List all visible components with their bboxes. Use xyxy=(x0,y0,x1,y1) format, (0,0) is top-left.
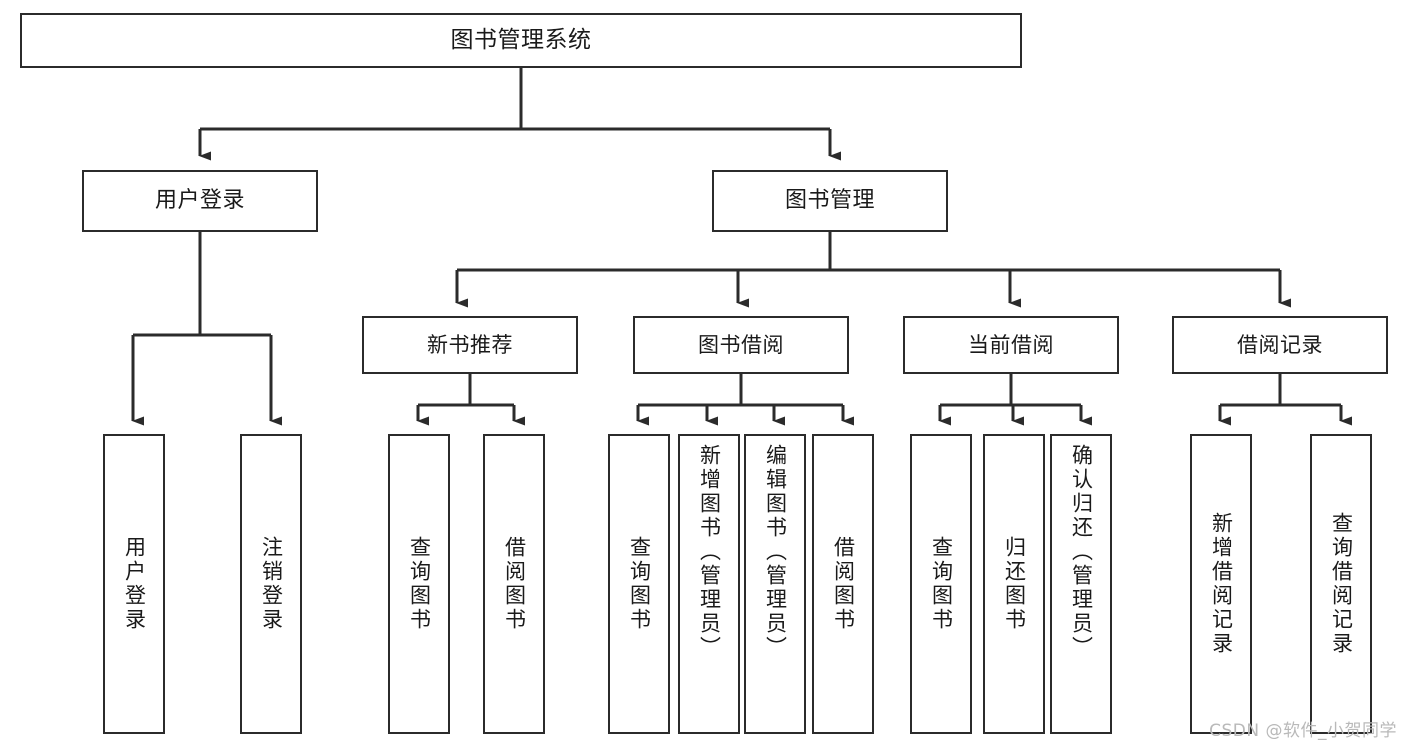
node-leaf-borrow-book-2[interactable]: 借阅图书 xyxy=(812,434,874,734)
node-book-borrow[interactable]: 图书借阅 xyxy=(633,316,849,374)
node-leaf-add-record[interactable]: 新增借阅记录 xyxy=(1190,434,1252,734)
node-leaf-return-book-label: 归还图书 xyxy=(1002,536,1027,632)
node-leaf-logout[interactable]: 注销登录 xyxy=(240,434,302,734)
node-root[interactable]: 图书管理系统 xyxy=(20,13,1022,68)
node-current-borrow[interactable]: 当前借阅 xyxy=(903,316,1119,374)
node-leaf-query-book-1-label: 查询图书 xyxy=(407,536,432,632)
node-leaf-logout-label: 注销登录 xyxy=(259,536,284,632)
node-user-login-label: 用户登录 xyxy=(154,188,245,214)
node-book-borrow-label: 图书借阅 xyxy=(698,332,784,357)
node-leaf-return-book[interactable]: 归还图书 xyxy=(983,434,1045,734)
node-leaf-edit-book[interactable]: 编辑图书（管理员） xyxy=(744,434,806,734)
node-book-manage[interactable]: 图书管理 xyxy=(712,170,948,232)
node-leaf-query-book-3[interactable]: 查询图书 xyxy=(910,434,972,734)
node-current-borrow-label: 当前借阅 xyxy=(968,332,1054,357)
node-book-manage-label: 图书管理 xyxy=(784,188,875,214)
node-borrow-record-label: 借阅记录 xyxy=(1237,332,1323,357)
node-leaf-borrow-book-1[interactable]: 借阅图书 xyxy=(483,434,545,734)
node-user-login[interactable]: 用户登录 xyxy=(82,170,318,232)
node-leaf-user-login-label: 用户登录 xyxy=(122,536,147,632)
node-leaf-user-login[interactable]: 用户登录 xyxy=(103,434,165,734)
node-new-book-recommend-label: 新书推荐 xyxy=(427,332,513,357)
node-leaf-add-book[interactable]: 新增图书（管理员） xyxy=(678,434,740,734)
node-leaf-query-record[interactable]: 查询借阅记录 xyxy=(1310,434,1372,734)
node-borrow-record[interactable]: 借阅记录 xyxy=(1172,316,1388,374)
node-leaf-confirm-return[interactable]: 确认归还（管理员） xyxy=(1050,434,1112,734)
node-root-label: 图书管理系统 xyxy=(450,27,592,54)
node-leaf-confirm-return-label: 确认归还（管理员） xyxy=(1069,444,1094,660)
node-leaf-query-book-1[interactable]: 查询图书 xyxy=(388,434,450,734)
node-leaf-borrow-book-2-label: 借阅图书 xyxy=(831,536,856,632)
node-leaf-query-record-label: 查询借阅记录 xyxy=(1329,512,1354,656)
node-new-book-recommend[interactable]: 新书推荐 xyxy=(362,316,578,374)
node-leaf-add-book-label: 新增图书（管理员） xyxy=(697,444,722,660)
node-leaf-query-book-3-label: 查询图书 xyxy=(929,536,954,632)
node-leaf-query-book-2-label: 查询图书 xyxy=(627,536,652,632)
node-leaf-query-book-2[interactable]: 查询图书 xyxy=(608,434,670,734)
node-leaf-add-record-label: 新增借阅记录 xyxy=(1209,512,1234,656)
node-leaf-borrow-book-1-label: 借阅图书 xyxy=(502,536,527,632)
node-leaf-edit-book-label: 编辑图书（管理员） xyxy=(763,444,788,660)
